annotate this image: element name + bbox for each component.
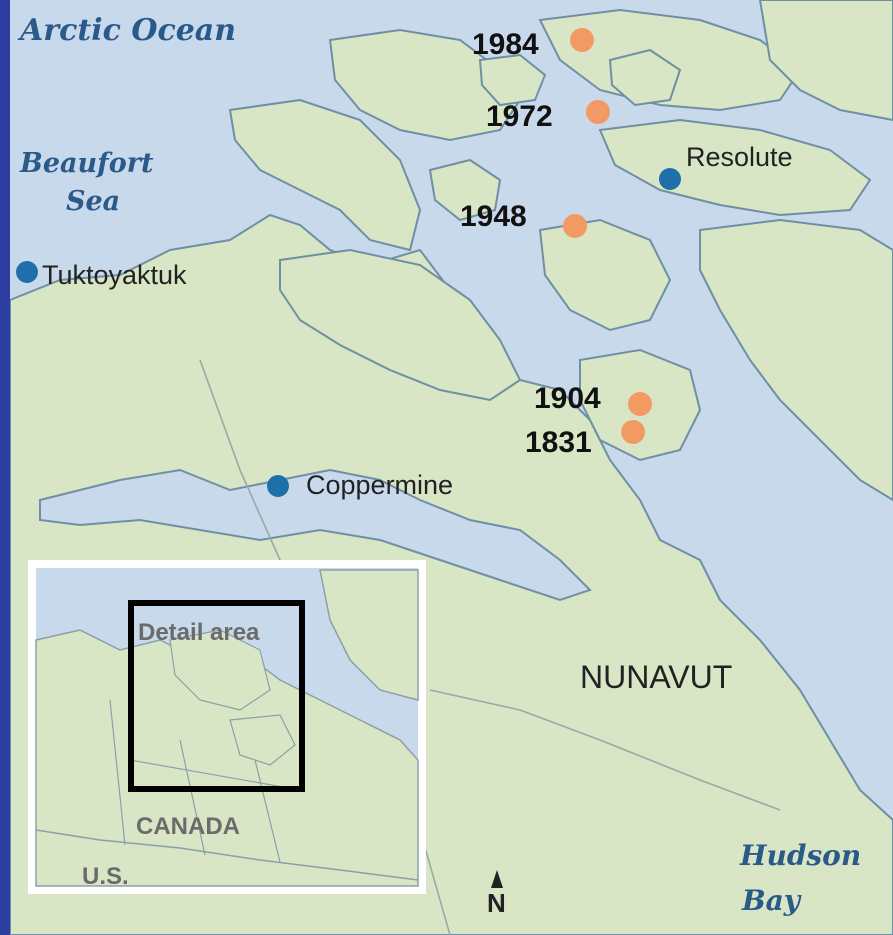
hudson-bay-label-line1: Hudson — [739, 839, 861, 872]
island-north-2 — [538, 8, 802, 112]
inset-us-label: U.S. — [82, 863, 129, 890]
town-label-coppermine: Coppermine — [306, 470, 453, 500]
island-small-3 — [478, 53, 547, 107]
island-baffin — [699, 218, 893, 502]
island-small-1 — [428, 158, 502, 222]
expedition-year-1984: 1984 — [472, 28, 539, 61]
inset-canada-label: CANADA — [136, 813, 240, 840]
expedition-dot-1904 — [628, 392, 652, 416]
expedition-year-1831: 1831 — [525, 426, 592, 459]
inset-islands — [169, 629, 296, 766]
bay-cut — [39, 468, 592, 602]
left-edge-band — [0, 0, 10, 935]
inset-province-lines — [109, 699, 301, 863]
inset-detail-area-label: Detail area — [138, 619, 260, 646]
town-label-tuktoyaktuk: Tuktoyaktuk — [42, 260, 187, 290]
hudson-bay-label-line2: Bay — [741, 884, 802, 917]
beaufort-sea-label-line2: Sea — [66, 186, 120, 217]
town-dot-resolute — [659, 168, 681, 190]
expedition-dot-1948 — [563, 214, 587, 238]
island-north-east — [758, 0, 893, 122]
inset-us-border — [35, 829, 419, 881]
inset-land-east — [319, 569, 419, 701]
expedition-dot-1831 — [621, 420, 645, 444]
island-north-3 — [598, 118, 872, 217]
inset-map: Detail area CANADA U.S. — [28, 560, 426, 894]
island-north-1 — [328, 28, 522, 142]
expedition-dot-1972 — [586, 100, 610, 124]
expedition-dot-1984 — [570, 28, 594, 52]
town-dot-coppermine — [267, 475, 289, 497]
region-label-nunavut: NUNAVUT — [580, 659, 732, 695]
island-victoria — [279, 248, 522, 402]
island-large-west — [228, 98, 422, 252]
beaufort-sea-label-line1: Beaufort — [19, 148, 154, 179]
town-dot-tuktoyaktuk — [16, 261, 38, 283]
territory-border-2 — [429, 689, 781, 811]
detail-area-box — [128, 600, 305, 792]
expedition-year-1948: 1948 — [460, 200, 527, 233]
compass-label: N — [487, 888, 506, 918]
arctic-ocean-label: Arctic Ocean — [17, 13, 236, 48]
island-small-2 — [608, 48, 682, 107]
expedition-year-1904: 1904 — [534, 382, 601, 415]
north-arrow-icon — [491, 870, 503, 888]
town-label-resolute: Resolute — [686, 142, 793, 172]
island-central-1 — [538, 218, 672, 332]
expedition-year-1972: 1972 — [486, 100, 553, 133]
